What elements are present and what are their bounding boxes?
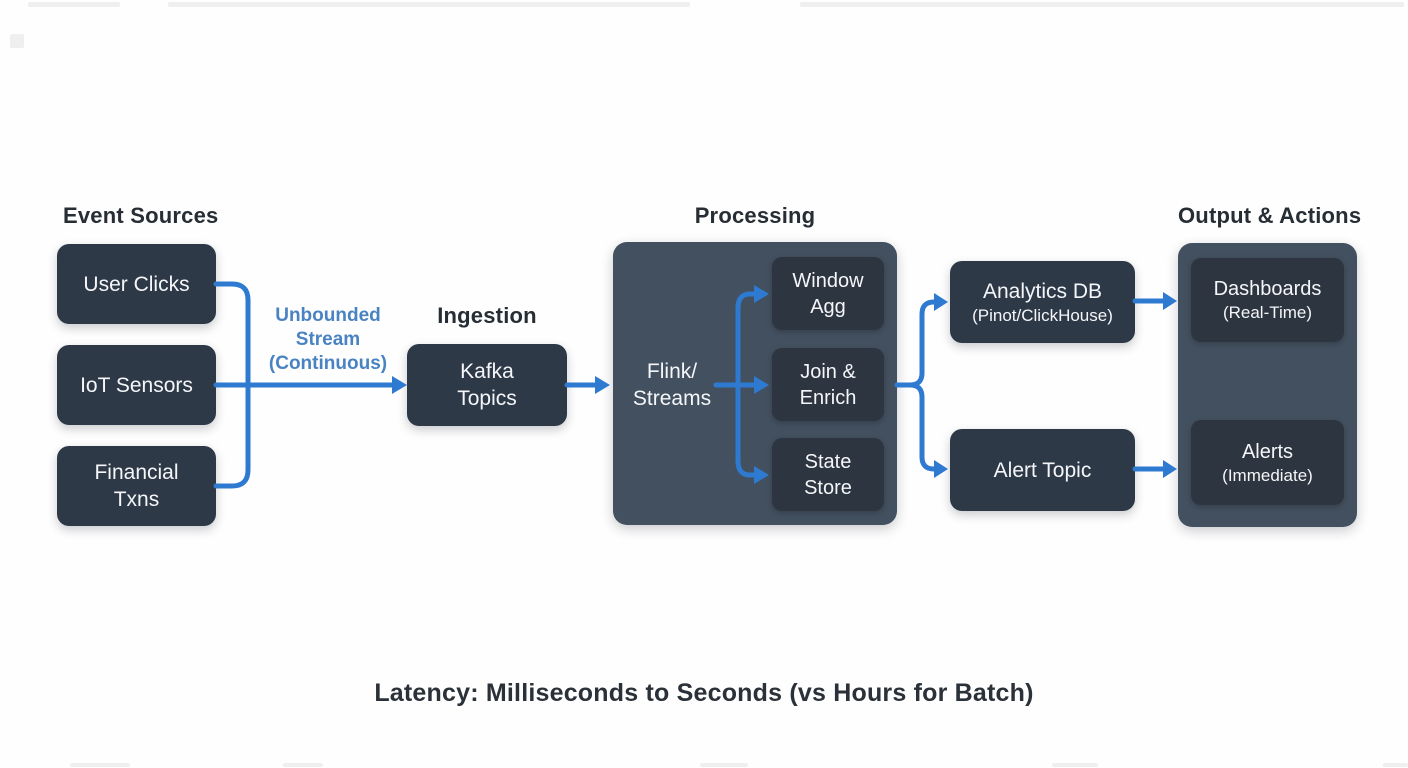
output-dashboards-title: Dashboards	[1213, 278, 1322, 300]
edge-artifact	[70, 763, 130, 767]
stage-join-enrich-line1: Join &	[800, 360, 856, 383]
unbounded-stream-line1: Unbounded	[275, 305, 381, 326]
node-user-clicks-label: User Clicks	[83, 272, 190, 296]
heading-output-actions: Output & Actions	[1178, 203, 1362, 228]
edge-artifact	[1383, 763, 1408, 767]
flink-streams-line1: Flink/	[646, 360, 698, 383]
unbounded-stream-line3: (Continuous)	[268, 353, 388, 374]
arrowhead-to-dashboards	[1163, 292, 1177, 310]
stage-window-agg-line1: Window	[792, 269, 864, 292]
arrowhead-to-alert-topic	[934, 460, 948, 478]
unbounded-stream-line2: Stream	[295, 329, 361, 350]
output-dashboards-subtitle: (Real-Time)	[1222, 303, 1313, 322]
flink-streams-line2: Streams	[632, 387, 712, 410]
output-dashboards: Dashboards (Real-Time)	[1191, 258, 1344, 342]
stage-window-agg-line2: Agg	[810, 295, 846, 318]
stage-join-enrich: Join & Enrich	[772, 348, 884, 421]
heading-processing: Processing	[694, 203, 816, 228]
node-iot-sensors: IoT Sensors	[57, 345, 216, 425]
edge-artifact	[283, 763, 323, 767]
node-kafka-topics: Kafka Topics	[407, 344, 567, 426]
node-analytics-db: Analytics DB (Pinot/ClickHouse)	[950, 261, 1135, 343]
stage-state-store-line1: State	[804, 450, 852, 473]
flink-streams-label: Flink/ Streams	[612, 358, 732, 412]
edge-artifact	[1052, 763, 1098, 767]
edge-artifact	[800, 2, 1404, 7]
edge-artifact	[700, 763, 748, 767]
stage-state-store-line2: Store	[804, 476, 852, 499]
heading-ingestion: Ingestion	[437, 303, 537, 328]
output-alerts-subtitle: (Immediate)	[1222, 465, 1313, 485]
heading-event-sources: Event Sources	[63, 203, 219, 228]
edge-artifact	[10, 34, 24, 48]
stage-join-enrich-line2: Enrich	[799, 386, 857, 409]
arrowhead-to-kafka	[392, 376, 407, 394]
node-alert-topic-title: Alert Topic	[993, 458, 1092, 482]
arrowhead-to-processing	[595, 376, 610, 394]
node-user-clicks: User Clicks	[57, 244, 216, 324]
output-alerts-title: Alerts	[1241, 440, 1294, 463]
edge-artifact	[28, 2, 120, 7]
edge-artifact	[168, 2, 690, 7]
node-alert-topic: Alert Topic	[950, 429, 1135, 511]
node-kafka-topics-line1: Kafka	[460, 360, 514, 383]
output-alerts: Alerts (Immediate)	[1191, 420, 1344, 505]
unbounded-stream-label: Unbounded Stream (Continuous)	[258, 304, 398, 376]
node-financial-txns-label-line1: Financial	[94, 461, 179, 484]
node-financial-txns-label-line2: Txns	[113, 488, 160, 511]
arrowhead-to-analytics-db	[934, 293, 948, 311]
arrowhead-to-alerts	[1163, 460, 1177, 478]
node-analytics-db-title: Analytics DB	[982, 279, 1103, 303]
node-financial-txns: Financial Txns	[57, 446, 216, 526]
node-iot-sensors-label: IoT Sensors	[80, 373, 193, 397]
node-analytics-db-subtitle: (Pinot/ClickHouse)	[972, 305, 1113, 325]
latency-caption: Latency: Milliseconds to Seconds (vs Hou…	[374, 679, 1034, 707]
stage-window-agg: Window Agg	[772, 257, 884, 330]
stage-state-store: State Store	[772, 438, 884, 511]
node-kafka-topics-line2: Topics	[457, 387, 517, 410]
